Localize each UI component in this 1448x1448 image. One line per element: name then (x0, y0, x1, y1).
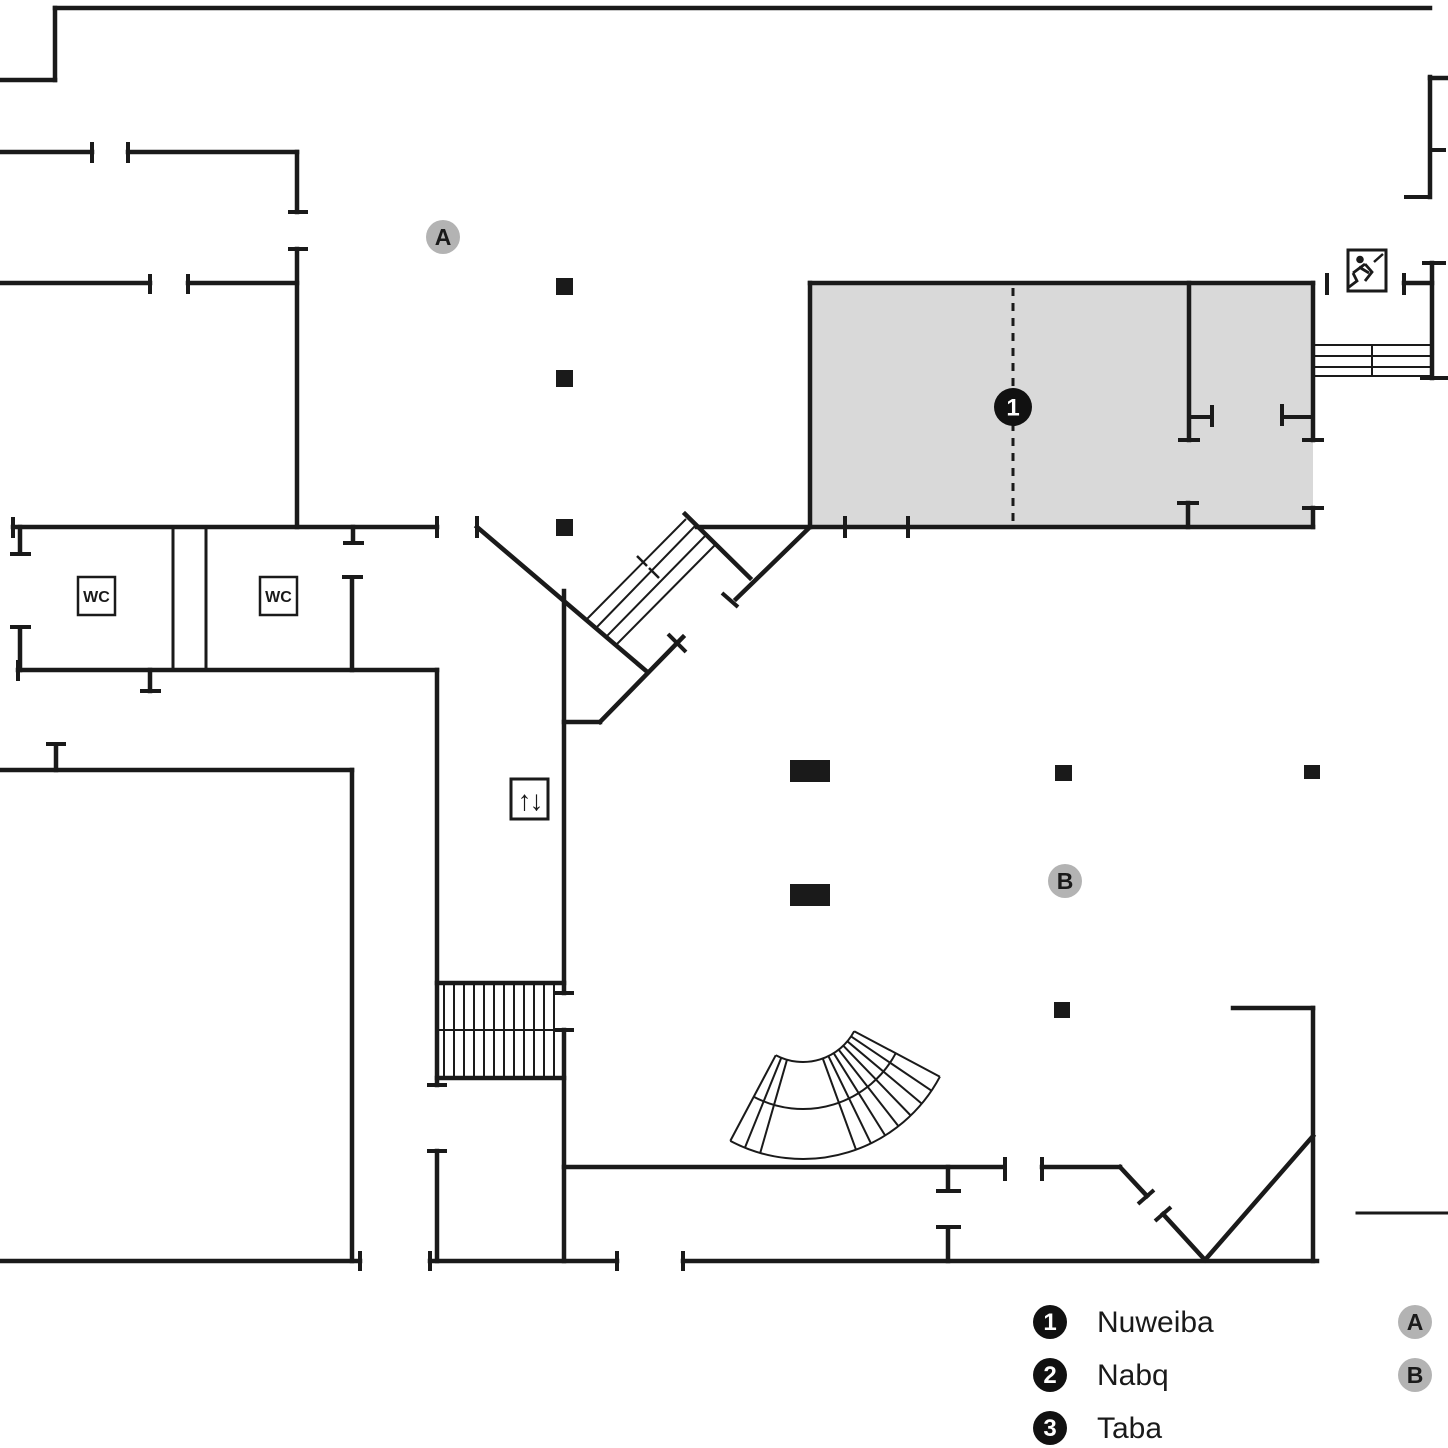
legend-label-taba: Taba (1097, 1412, 1162, 1445)
wc-left-box (76, 575, 117, 617)
legend-num-3: 3 (1043, 1415, 1056, 1442)
wc-left: WC (76, 575, 117, 617)
elevator-icon: ↑↓ (509, 777, 550, 821)
legend-letter-a: A (1407, 1309, 1424, 1335)
columns (556, 278, 1320, 1018)
room-nuweiba-fill (810, 283, 1313, 527)
wc-right: WC (258, 575, 299, 617)
legend-zone-a: A (1398, 1305, 1432, 1339)
marker-a: A (426, 220, 460, 254)
marker-room-1: 1 (994, 388, 1032, 426)
wc-right-box (258, 575, 299, 617)
legend-zone-b: B (1398, 1358, 1432, 1392)
legend-item-3: 3 Taba (1033, 1411, 1162, 1445)
legend-item-1: 1 Nuweiba (1033, 1305, 1214, 1339)
legend: 1 Nuweiba 2 Nabq 3 Taba A B (1033, 1305, 1432, 1445)
legend-label-nabq: Nabq (1097, 1359, 1169, 1392)
walls (0, 5, 1448, 1264)
legend-label-nuweiba: Nuweiba (1097, 1306, 1214, 1339)
fan-seating (729, 1030, 941, 1160)
legend-num-2: 2 (1043, 1362, 1056, 1389)
emergency-exit-icon (1346, 248, 1388, 293)
elevator-arrows: ↑↓ (518, 785, 542, 816)
marker-b: B (1048, 864, 1082, 898)
door-jambs (10, 142, 1448, 1271)
stair-diagonal (585, 518, 717, 646)
legend-num-1: 1 (1043, 1309, 1056, 1336)
legend-item-2: 2 Nabq (1033, 1358, 1169, 1392)
wc-left-label: WC (83, 589, 110, 606)
legend-letter-b: B (1407, 1362, 1424, 1388)
marker-a-label: A (435, 224, 452, 250)
wc-right-label: WC (265, 589, 292, 606)
stair-lower (437, 983, 555, 1078)
marker-b-label: B (1057, 868, 1074, 894)
marker-1-label: 1 (1006, 395, 1019, 422)
stair-top-right (1315, 344, 1430, 377)
